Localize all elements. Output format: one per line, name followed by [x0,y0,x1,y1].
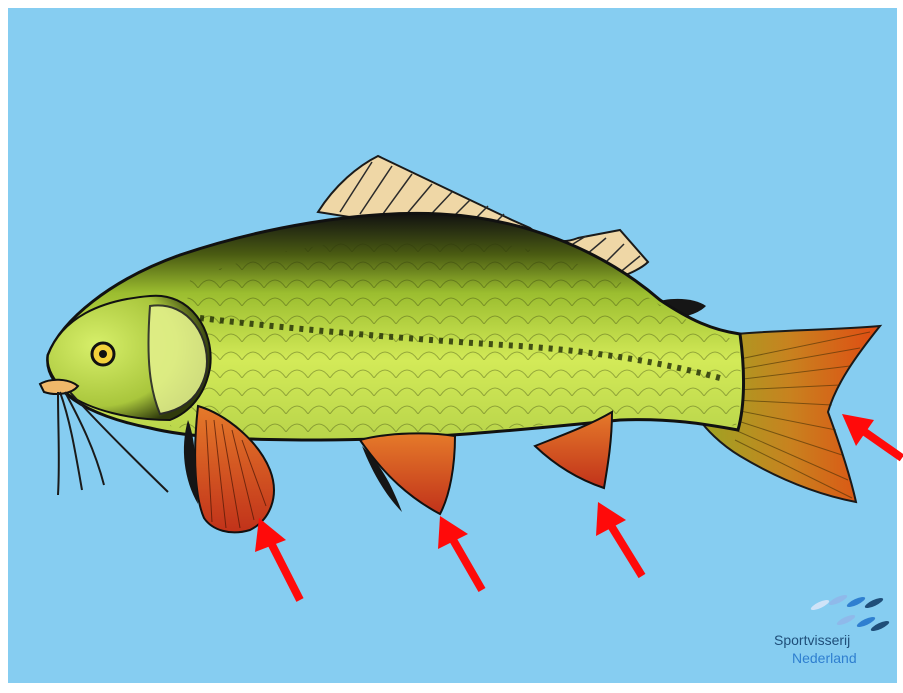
fish-pupil [99,350,107,358]
logo-line-2: Nederland [792,650,857,666]
logo-line-1: Sportvisserij [774,632,850,648]
